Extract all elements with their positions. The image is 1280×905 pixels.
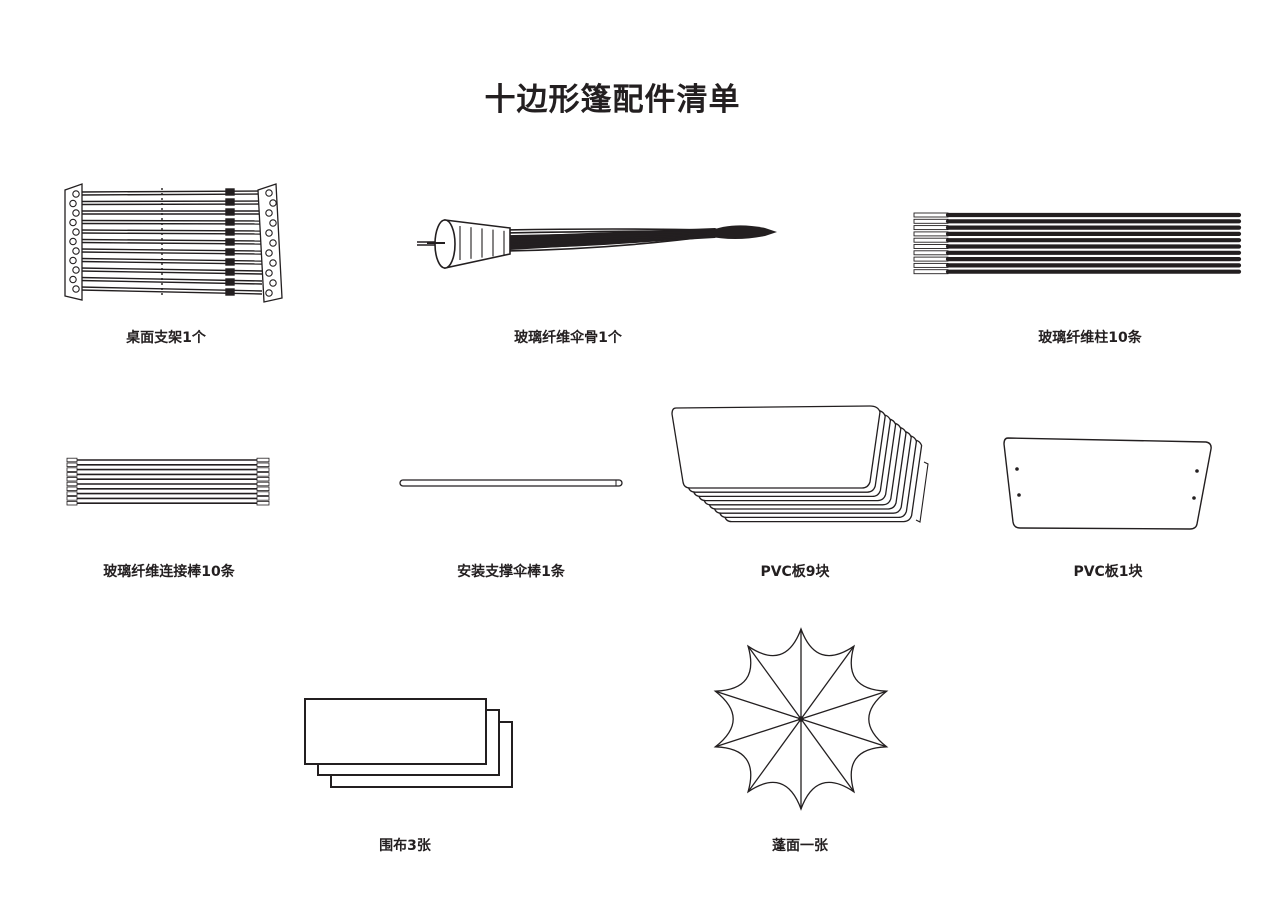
stacked-pvc-panels-icon: [671, 405, 929, 523]
item-label-umbrella-ribs: 玻璃纤维伞骨1个: [514, 330, 622, 346]
fiberglass-connecting-rods-icon: [66, 457, 270, 506]
page-title: 十边形篷配件清单: [484, 82, 741, 118]
folding-table-frame-icon: [64, 183, 283, 303]
decagon-canopy-top-icon: [713, 627, 889, 811]
fiberglass-poles-icon: [913, 212, 1242, 275]
item-label-table-frame: 桌面支架1个: [126, 330, 206, 346]
item-label-pvc-panel-1: PVC板1块: [1073, 564, 1143, 580]
item-label-support-rod: 安装支撑伞棒1条: [457, 564, 565, 580]
item-label-pvc-panels-9: PVC板9块: [760, 564, 830, 580]
item-label-connecting-rods: 玻璃纤维连接棒10条: [103, 564, 235, 580]
support-umbrella-rod-icon: [399, 479, 623, 487]
item-label-fiberglass-poles: 玻璃纤维柱10条: [1038, 330, 1142, 346]
item-label-canopy-top: 蓬面一张: [772, 838, 828, 854]
item-label-side-walls: 围布3张: [379, 838, 431, 854]
single-pvc-panel-icon: [1003, 437, 1212, 530]
fiberglass-umbrella-ribs-icon: [417, 219, 777, 269]
stacked-side-walls-icon: [304, 698, 513, 788]
